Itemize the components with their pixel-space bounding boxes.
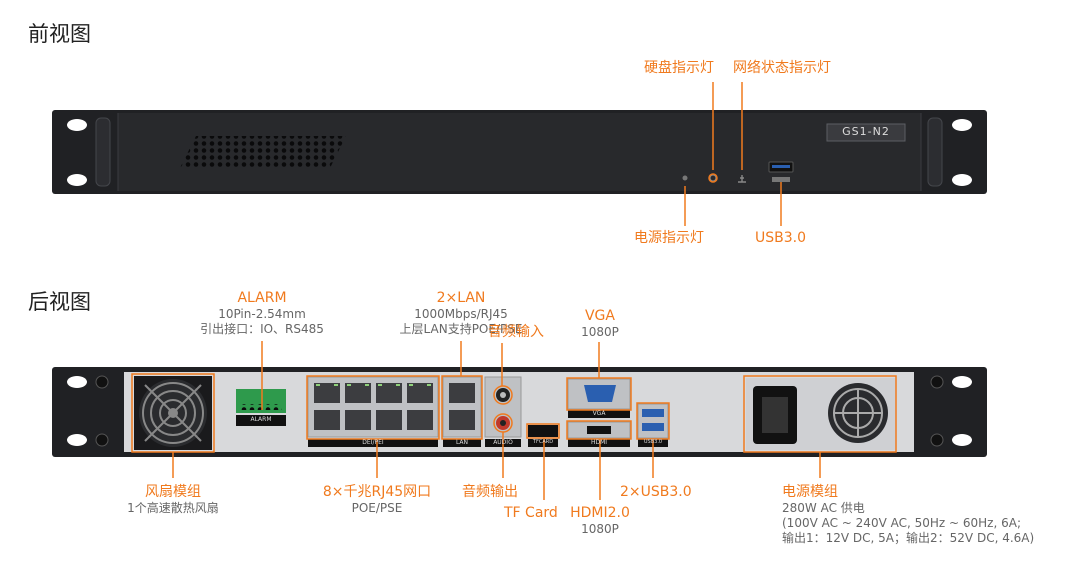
audio-in-label: 音频输入 [488, 324, 544, 340]
power-led-icon [682, 175, 688, 181]
network-led-label: 网络状态指示灯 [733, 60, 831, 76]
front-chassis [52, 110, 987, 194]
lan-label: 2×LAN [436, 290, 486, 306]
power-led-label: 电源指示灯 [634, 230, 704, 246]
network-led-icon [738, 175, 746, 183]
alarm-silk: ALARM [250, 416, 272, 423]
poe-spec: POE/PSE [351, 501, 403, 515]
vga-label: VGA [584, 308, 615, 324]
psu-module [746, 378, 896, 450]
fan-label: 风扇模组 [145, 484, 201, 500]
audio-out-label: 音频输出 [462, 484, 518, 500]
lan-silk: LAN [455, 439, 469, 446]
psu-spec-2: (100V AC ~ 240V AC, 50Hz ~ 60Hz, 6A; [782, 516, 1021, 530]
alarm-label-group: ALARM 10Pin-2.54mm 引出接口：IO、RS485 [182, 290, 342, 337]
front-usb-port[interactable] [768, 161, 794, 182]
alarm-label: ALARM [237, 290, 287, 306]
model-badge-text: GS1-N2 [842, 125, 890, 138]
left-rack-ear [67, 117, 111, 187]
front-callouts [684, 82, 782, 226]
hdd-led-icon [709, 174, 717, 182]
rear-usb-label: 2×USB3.0 [620, 484, 692, 500]
vga-spec: 1080P [581, 325, 619, 339]
alarm-spec-2: 引出接口：IO、RS485 [200, 322, 324, 336]
psu-spec-3: 输出1：12V DC, 5A；输出2：52V DC, 4.6A) [782, 531, 1035, 545]
alarm-terminal[interactable] [236, 389, 286, 426]
hdd-led-label: 硬盘指示灯 [644, 60, 714, 76]
rear-view-title: 后视图 [28, 290, 91, 314]
vga-silk: VGA [592, 410, 606, 417]
poe-label-group: 8×千兆RJ45网口 POE/PSE [297, 484, 457, 516]
psu-label-group: 电源模组 280W AC 供电 (100V AC ~ 240V AC, 50Hz… [782, 484, 1034, 546]
fan-label-group: 风扇模组 1个高速散热风扇 [103, 484, 243, 516]
tf-silk: TFCARD [532, 439, 554, 445]
psu-spec-1: 280W AC 供电 [782, 501, 865, 515]
lan-label-group: 2×LAN 1000Mbps/RJ45 上层LAN支持POE/PSE [376, 290, 546, 337]
audio-silk: AUDIO [493, 439, 513, 446]
lan-port-block[interactable] [442, 376, 482, 447]
vga-port[interactable] [567, 378, 631, 418]
poe-port-block[interactable] [307, 376, 439, 447]
vga-label-group: VGA 1080P [560, 308, 640, 340]
right-rack-ear [927, 117, 972, 187]
fan-spec: 1个高速散热风扇 [127, 501, 219, 515]
rear-fan [134, 376, 212, 450]
front-vent-grille [180, 136, 346, 168]
psu-label: 电源模组 [782, 484, 838, 500]
rear-callouts [172, 341, 821, 500]
lan-spec-1: 1000Mbps/RJ45 [414, 307, 508, 321]
model-badge [826, 123, 906, 142]
lan-spec-2: 上层LAN支持POE/PSE [399, 322, 523, 336]
rear-usb-silk: USB3.0 [643, 439, 663, 445]
hdmi-silk: HDMI [590, 439, 608, 446]
front-usb-label: USB3.0 [755, 230, 807, 246]
hdmi-label: HDMI2.0 [570, 505, 630, 521]
front-view-title: 前视图 [28, 22, 91, 46]
tf-card-slot[interactable] [528, 425, 558, 447]
hdmi-spec: 1080P [581, 522, 619, 536]
hdmi-label-group: HDMI2.0 1080P [560, 505, 640, 537]
poe-label: 8×千兆RJ45网口 [322, 484, 432, 500]
tf-card-label: TF Card [504, 505, 558, 521]
hdmi-port[interactable] [567, 421, 631, 447]
poe-silk: DEI/PEI [362, 439, 384, 446]
alarm-spec-1: 10Pin-2.54mm [218, 307, 306, 321]
